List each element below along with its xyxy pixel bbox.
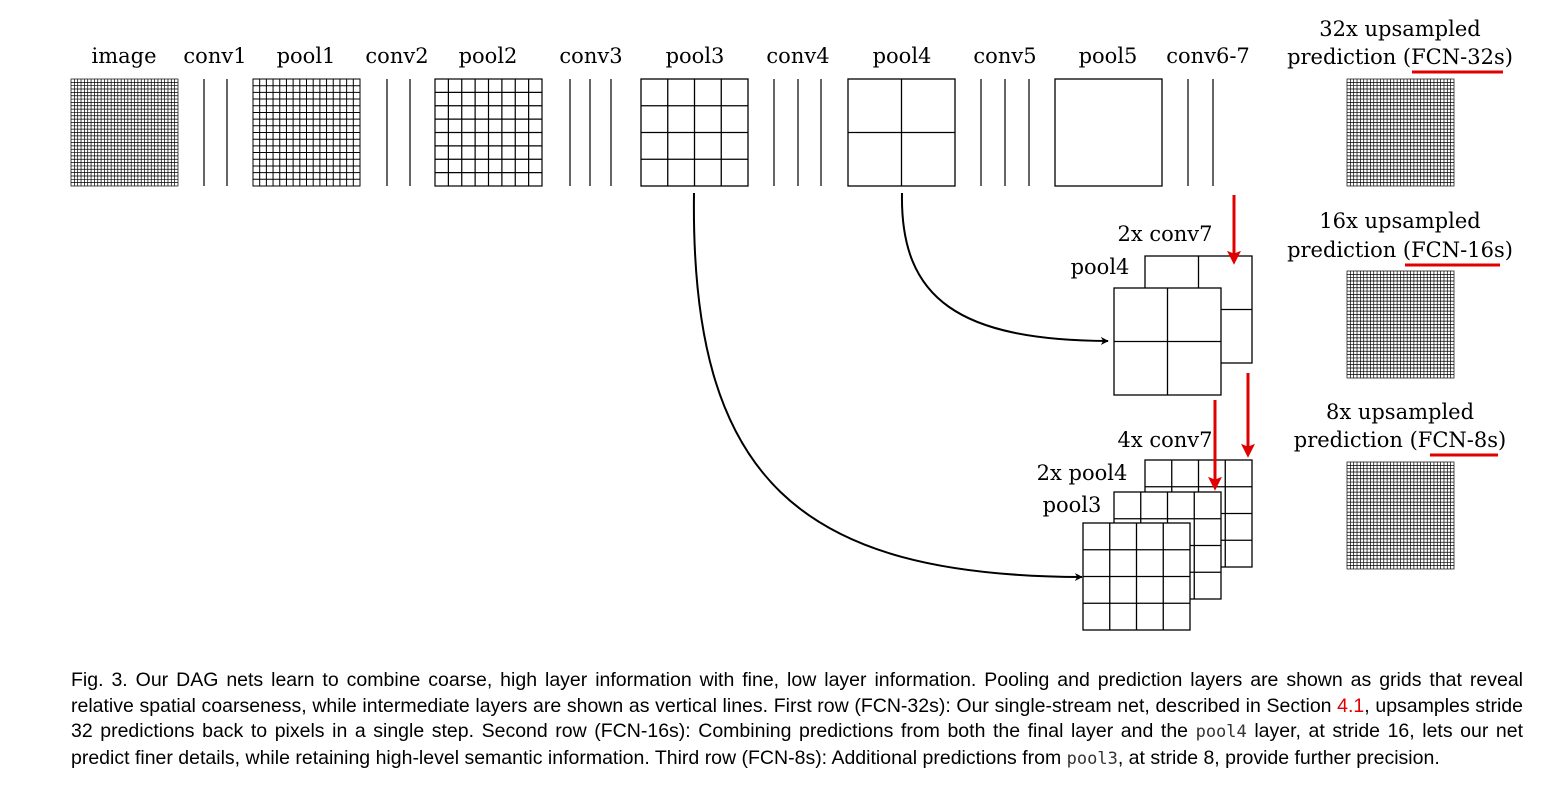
fcn32-line1: 32x upsampled xyxy=(1319,17,1480,41)
conv5-lines xyxy=(980,79,1030,186)
skip-arrow-pool3 xyxy=(692,192,1083,581)
fcn32-name: FCN-32s xyxy=(1411,45,1505,69)
label-conv4: conv4 xyxy=(766,44,829,68)
pool5-grid xyxy=(1054,78,1163,187)
grid-lines xyxy=(253,79,360,186)
section-ref-link[interactable]: 4.1 xyxy=(1337,694,1365,717)
pool3-grid xyxy=(640,78,749,187)
fcn16-name: FCN-16s xyxy=(1411,238,1505,262)
label-conv5: conv5 xyxy=(973,44,1036,68)
label-conv3: conv3 xyxy=(559,44,622,68)
grid-lines xyxy=(71,79,178,186)
label-pool3: pool3 xyxy=(666,44,725,68)
pool4-grid xyxy=(847,78,956,187)
pool4-code: pool4 xyxy=(1195,722,1247,742)
pool4-stack-grid xyxy=(1113,287,1222,396)
conv4-lines xyxy=(773,79,822,186)
fcn16-prediction-grid xyxy=(1346,270,1455,379)
fcn16-line2: prediction (FCN-16s) xyxy=(1287,238,1513,262)
label-image: image xyxy=(91,44,156,68)
conv3-lines xyxy=(569,79,612,186)
grid-lines xyxy=(1347,462,1454,569)
pool3-stack-grid xyxy=(1082,522,1191,631)
fcn8-line2: prediction (FCN-8s) xyxy=(1294,428,1506,452)
label-pool4: pool4 xyxy=(873,44,932,68)
grid-lines xyxy=(435,79,542,186)
pool3-code: pool3 xyxy=(1066,748,1118,769)
label-4x-conv7: 4x conv7 xyxy=(1117,428,1212,452)
image-grid xyxy=(70,78,179,187)
fcn16-line1: 16x upsampled xyxy=(1319,209,1480,233)
conv6-7-lines xyxy=(1187,79,1214,186)
label-pool2: pool2 xyxy=(459,44,518,68)
fcn32-line2: prediction (FCN-32s) xyxy=(1287,45,1513,69)
grid-lines xyxy=(1347,79,1454,186)
skip-arrow-pool4 xyxy=(900,192,1109,345)
grid-frame xyxy=(1054,78,1163,187)
label-pool4-stack: pool4 xyxy=(1071,255,1130,279)
pool1-grid xyxy=(252,78,361,187)
label-conv6-7: conv6-7 xyxy=(1166,44,1250,68)
pool2-grid xyxy=(434,78,543,187)
label-conv1: conv1 xyxy=(183,44,246,68)
conv2-lines xyxy=(386,79,411,186)
grid-lines xyxy=(1347,271,1454,378)
label-2x-pool4: 2x pool4 xyxy=(1037,461,1128,485)
fcn8-line1: 8x upsampled xyxy=(1326,400,1474,424)
fcn8-name: FCN-8s xyxy=(1418,428,1498,452)
label-2x-conv7: 2x conv7 xyxy=(1117,222,1212,246)
grid-lines xyxy=(641,79,748,186)
label-pool3-stack: pool3 xyxy=(1043,493,1102,517)
grid-lines xyxy=(1083,523,1190,630)
label-pool1: pool1 xyxy=(277,44,336,68)
grid-lines xyxy=(1114,288,1221,395)
fcn32-prediction-grid xyxy=(1346,78,1455,187)
conv1-lines xyxy=(203,79,228,186)
figure-caption: Fig. 3. Our DAG nets learn to combine co… xyxy=(71,669,1523,769)
label-pool5: pool5 xyxy=(1079,44,1138,68)
grid-lines xyxy=(848,79,955,186)
label-conv2: conv2 xyxy=(365,44,428,68)
fcn8-prediction-grid xyxy=(1346,461,1455,570)
fcn-architecture-diagram: image conv1 pool1 conv2 pool2 conv3 pool… xyxy=(70,17,1513,631)
